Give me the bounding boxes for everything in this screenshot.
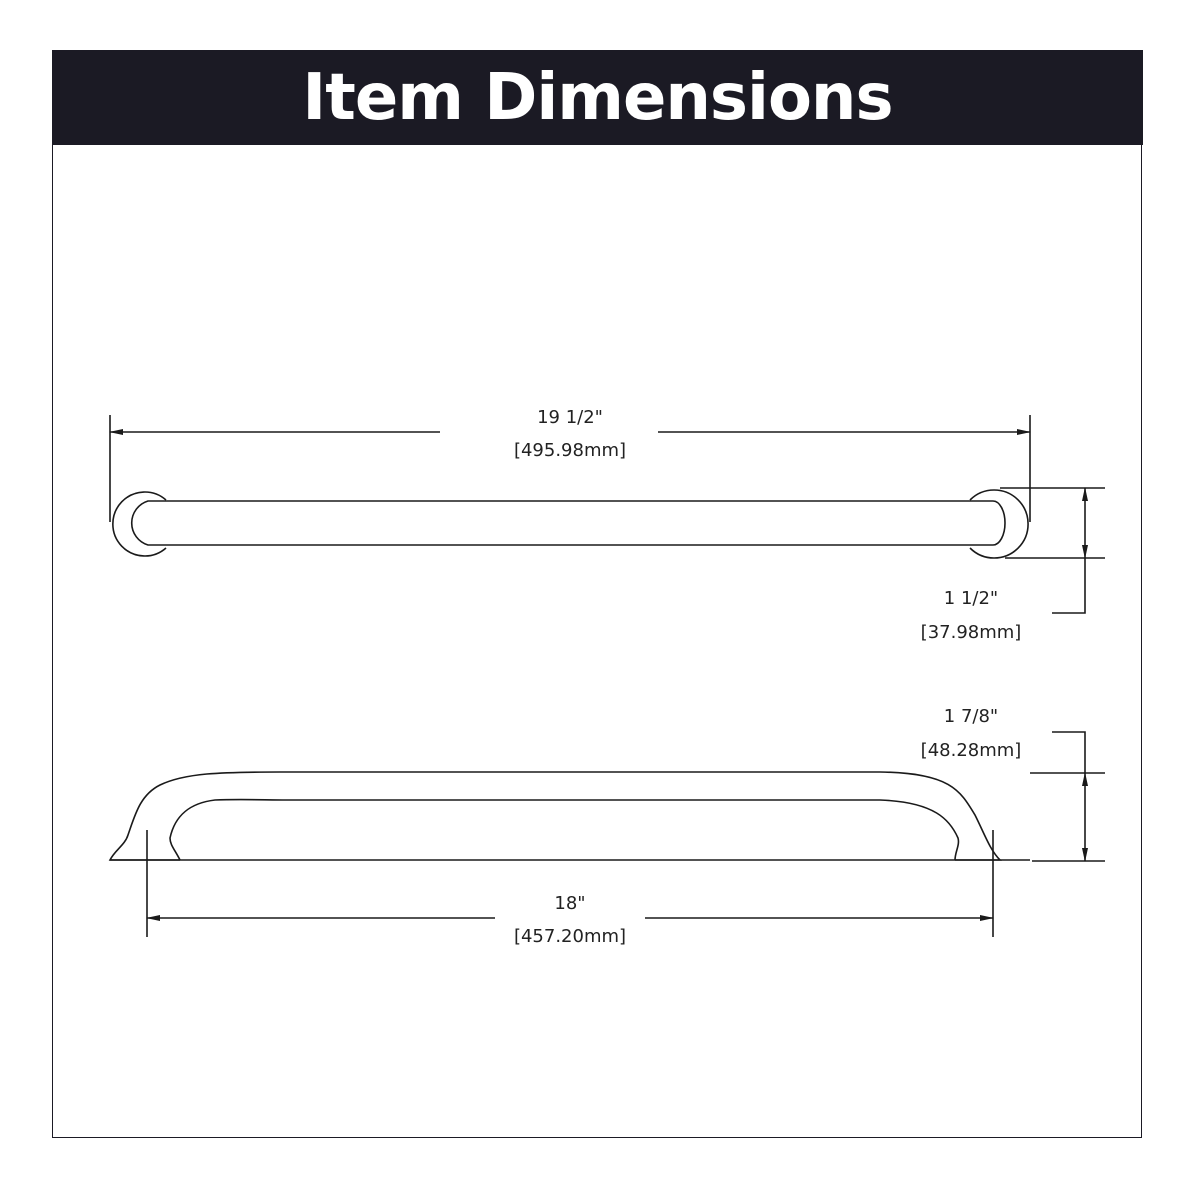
projection-metric: [48.28mm]: [921, 740, 1022, 761]
top-view: [109, 415, 1105, 614]
header-bar: Item Dimensions: [52, 50, 1143, 145]
rose-diameter-imperial: 1 1/2": [944, 588, 998, 609]
center-to-center-metric: [457.20mm]: [514, 926, 626, 947]
projection-imperial: 1 7/8": [944, 706, 998, 727]
page-title: Item Dimensions: [302, 60, 893, 135]
overall-length-metric: [495.98mm]: [514, 440, 626, 461]
side-view: [108, 731, 1105, 937]
center-to-center-imperial: 18": [554, 893, 585, 914]
pull-outer-profile: [108, 771, 1002, 861]
overall-length-imperial: 19 1/2": [537, 407, 603, 428]
rose-diameter-metric: [37.98mm]: [921, 622, 1022, 643]
right-rose-outline: [969, 489, 1029, 559]
left-rose-outline: [112, 491, 167, 557]
